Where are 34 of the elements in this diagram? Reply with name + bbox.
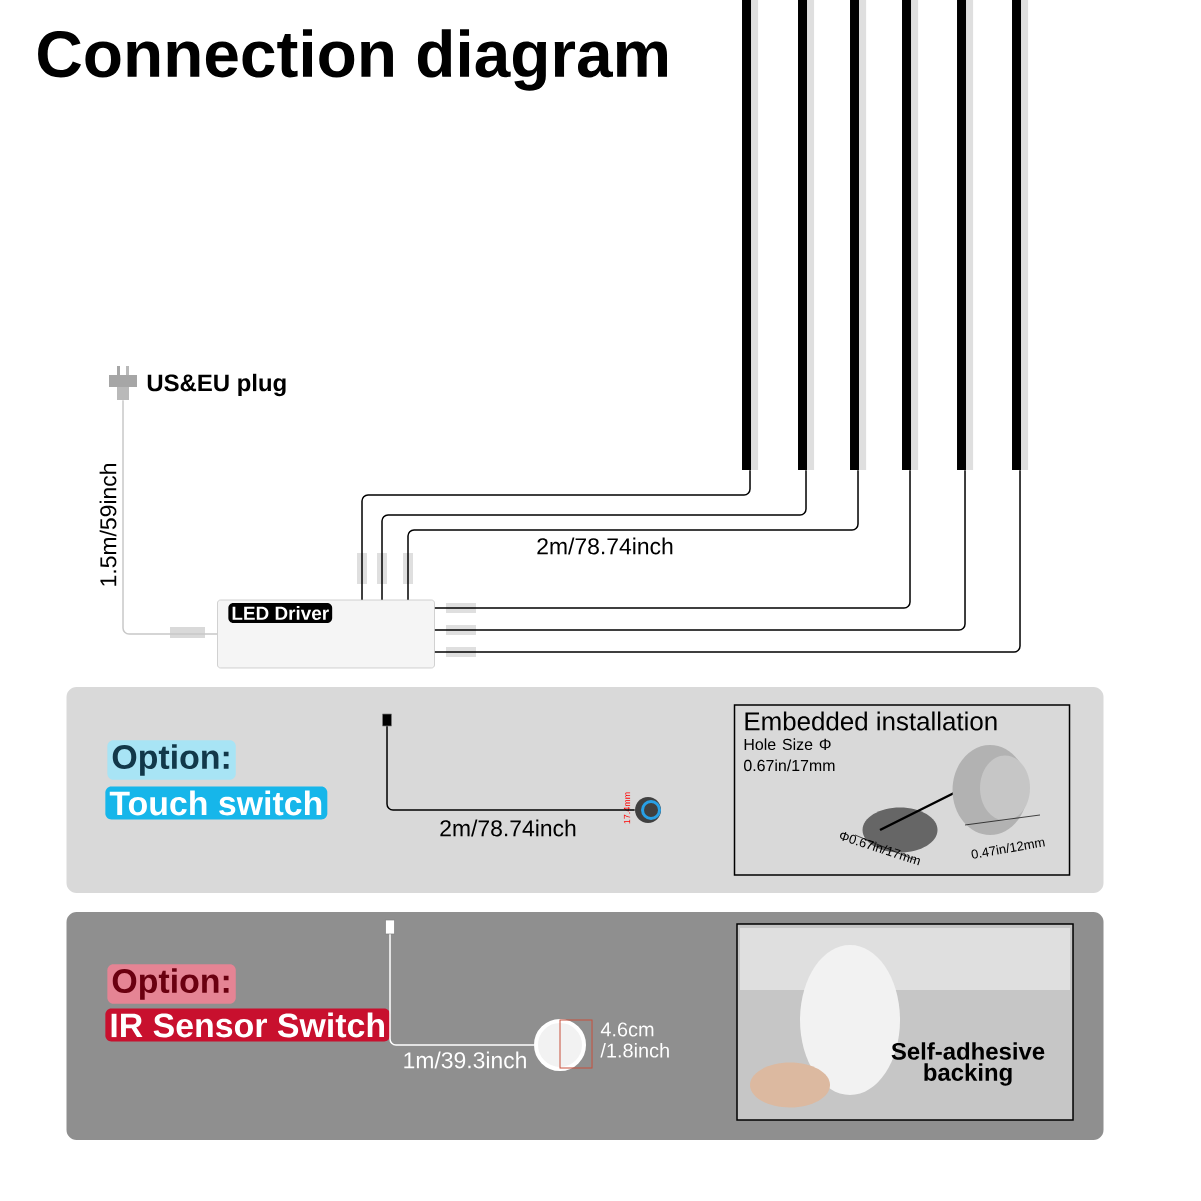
- cable: [407, 469, 859, 601]
- edge-label: 1m/39.3inch: [404, 1051, 526, 1069]
- option-badge: Option:: [107, 740, 236, 780]
- light-bar: [902, 0, 918, 470]
- title: Connection diagram: [38, 29, 667, 91]
- side-label: US&EU plug: [147, 373, 286, 397]
- light-bar: [742, 0, 758, 470]
- light-bar: [1012, 0, 1028, 470]
- cable: [361, 469, 751, 601]
- cable: [434, 469, 911, 609]
- side-label: 4.6cm /1.8inch: [600, 1022, 669, 1058]
- side-label: 17.4mm: [623, 792, 631, 824]
- light-bar: [957, 0, 973, 470]
- option-badge: IR Sensor Switch: [105, 1008, 391, 1042]
- cable-plug: [385, 919, 395, 935]
- dimension-label: 0.47in/12mm: [971, 839, 1045, 859]
- option-badge: Touch switch: [105, 786, 328, 820]
- light-bar: [798, 0, 814, 470]
- cable-plug: [382, 713, 392, 727]
- edge-label: 2m/78.74inch: [440, 819, 576, 837]
- cable: [386, 725, 636, 811]
- cable: [434, 469, 1021, 653]
- photo: Self-adhesive backing: [736, 923, 1074, 1121]
- edge-label: 1.5m/59inch: [99, 464, 117, 586]
- cable: [122, 399, 218, 635]
- plug-icon: [109, 366, 137, 400]
- light-bar: [850, 0, 866, 470]
- driver-box: LED Driver: [217, 599, 435, 669]
- cable: [381, 469, 807, 601]
- option-badge: Option:: [107, 964, 236, 1004]
- edge-label: 2m/78.74inch: [537, 537, 673, 555]
- cable: [389, 933, 535, 1046]
- cable: [434, 469, 966, 631]
- touch-switch-drawing: [635, 797, 661, 823]
